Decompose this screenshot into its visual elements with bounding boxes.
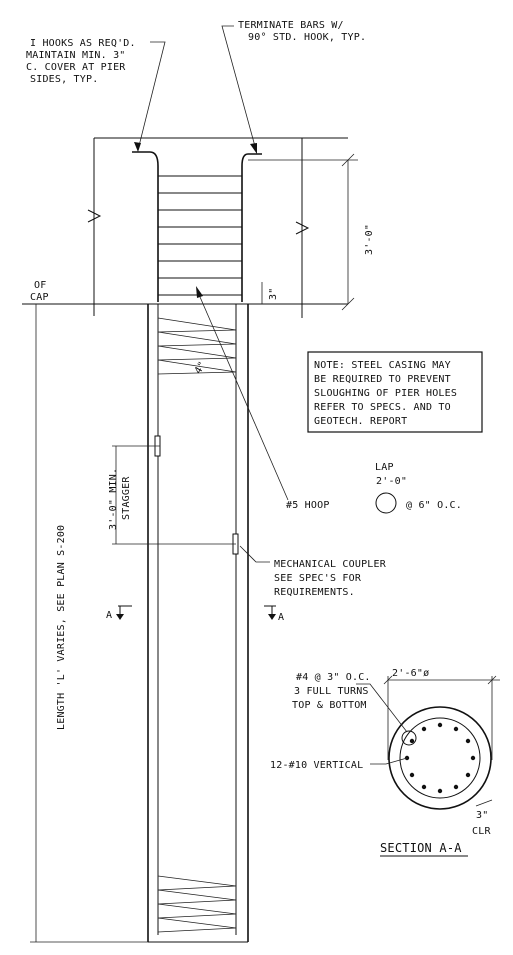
casing-note-line-2: BE REQUIRED TO PREVENT [314,374,451,385]
section-cut-left: A [106,605,132,621]
hooks-note-line-2: MAINTAIN MIN. 3" [26,50,126,61]
lap-value: 2'-0" [376,476,407,487]
section-cut-right-letter: A [278,612,284,623]
coupler-note-line-3: REQUIREMENTS. [274,587,355,598]
length-text: LENGTH 'L' VARIES, SEE PLAN S-200 [56,525,67,730]
coupler-note-line-2: SEE SPEC'S FOR [274,573,362,584]
hoop-label: #5 HOOP [286,500,330,511]
cap-ties [158,175,242,296]
cap-clear-dimension: 3" [261,282,279,304]
top-spiral [157,317,237,375]
vertical-bars-label: 12-#10 VERTICAL [270,760,363,771]
right-bar-hook [241,153,262,302]
clear-cover-label: CLR [472,826,491,837]
casing-note-line-1: NOTE: STEEL CASING MAY [314,360,451,371]
left-bar-hook [132,151,159,302]
lap-label: LAP [375,462,394,473]
cap-label-of: OF [34,280,46,291]
cap-clear-text: 3" [268,288,279,300]
section-title: SECTION A-A [380,841,462,855]
spiral-callout-circle [401,730,417,746]
casing-note-line-3: SLOUGHING OF PIER HOLES [314,388,457,399]
stagger-line-1: 3'-0" MIN. [108,468,119,530]
section-spiral-circle [399,717,481,799]
terminate-leader-arrow [250,143,257,154]
spiral-callout-line-3: TOP & BOTTOM [292,700,367,711]
vertical-bars [404,722,476,794]
terminate-leader [221,25,257,151]
hoop-leader [196,289,289,501]
section-outer-circle [388,706,492,810]
coupler-note: MECHANICAL COUPLER SEE SPEC'S FOR REQUIR… [274,559,387,598]
coupler-leader [239,545,270,563]
pier-shaft [147,304,249,943]
cap-height-text: 3'-0" [364,224,375,255]
terminate-note-line-2: 90° STD. HOOK, TYP. [248,32,366,43]
hoop-leader-arrow [196,286,203,298]
hooks-note: I HOOKS AS REQ'D. MAINTAIN MIN. 3" C. CO… [26,38,136,85]
casing-note-line-5: GEOTECH. REPORT [314,416,407,427]
pier-cap [87,137,348,318]
terminate-note-line-1: TERMINATE BARS W/ [238,20,344,31]
length-dimension: LENGTH 'L' VARIES, SEE PLAN S-200 [30,304,148,943]
cap-label-cap: CAP [30,292,49,303]
casing-note-box [307,351,483,433]
spiral-leader [356,683,408,733]
bottom-spiral [157,875,237,933]
hooks-leader-arrow [134,142,141,152]
coupler-note-line-1: MECHANICAL COUPLER [274,559,387,570]
terminate-note: TERMINATE BARS W/ 90° STD. HOOK, TYP. [238,20,366,43]
casing-note-line-4: REFER TO SPECS. AND TO [314,402,451,413]
section-a-a: 2'-6"ø #4 @ 3" O.C. 3 FULL TURNS TOP & B… [270,668,500,857]
stagger-line-2: STAGGER [121,476,132,520]
hooks-note-line-1: I HOOKS AS REQ'D. [30,38,136,49]
spiral-spacing-mark: 4" [193,360,209,376]
hoop-spacing: @ 6" O.C. [406,500,462,511]
section-cut-left-letter: A [106,610,112,621]
spiral-callout-line-1: #4 @ 3" O.C. [296,672,371,683]
cap-height-dimension: 3'-0" [248,153,375,311]
hooks-note-line-4: SIDES, TYP. [30,74,98,85]
section-cut-right: A [264,605,284,623]
vertical-bars-leader [370,757,408,765]
hooks-note-line-3: C. COVER AT PIER [26,62,126,73]
casing-note: NOTE: STEEL CASING MAY BE REQUIRED TO PR… [314,360,457,427]
hoop-symbol-icon [375,492,397,514]
spiral-callout-line-2: 3 FULL TURNS [294,686,369,697]
clear-cover-value: 3" [476,810,488,821]
section-diameter: 2'-6"ø [392,668,429,679]
hooks-leader [137,41,166,151]
stagger-dimension: 3'-0" MIN. STAGGER [108,445,236,545]
